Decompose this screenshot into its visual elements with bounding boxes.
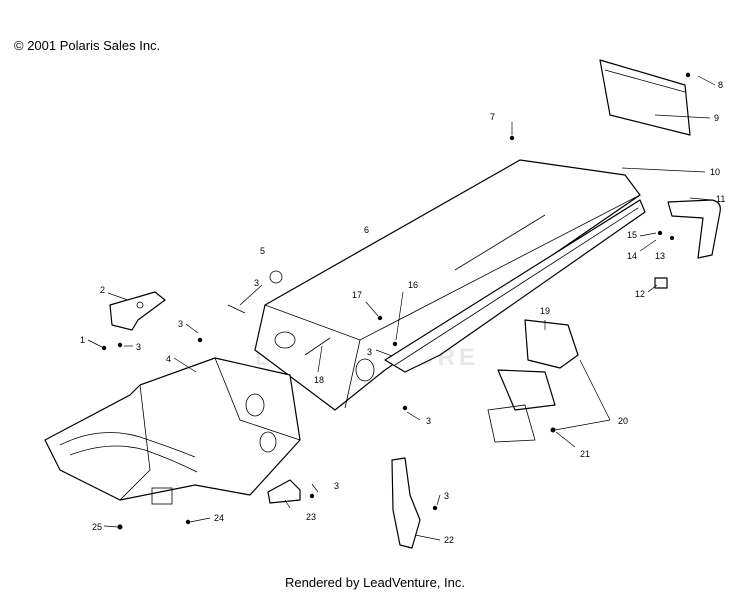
callout-20: 20 — [618, 416, 628, 426]
callout-15: 15 — [627, 230, 637, 240]
callout-16: 16 — [408, 280, 418, 290]
callout-25: 25 — [92, 522, 102, 532]
callout-3: 3 — [426, 416, 431, 426]
callout-3: 3 — [254, 278, 259, 288]
callout-8: 8 — [718, 80, 723, 90]
callout-labels: 1 2 3 3 3 3 3 3 3 4 5 6 7 8 9 10 11 12 1… — [80, 80, 725, 545]
callout-19: 19 — [540, 306, 550, 316]
callout-13: 13 — [655, 251, 665, 261]
heat-exchanger-bracket[interactable] — [487, 319, 579, 443]
callout-6: 6 — [364, 225, 369, 235]
callout-3: 3 — [334, 481, 339, 491]
callout-3: 3 — [444, 491, 449, 501]
callout-4: 4 — [166, 354, 171, 364]
lower-bracket-part[interactable] — [391, 457, 421, 549]
callout-9: 9 — [714, 113, 719, 123]
callout-21: 21 — [580, 449, 590, 459]
callout-23: 23 — [306, 512, 316, 522]
callout-7: 7 — [490, 112, 495, 122]
bulkhead-part[interactable] — [44, 357, 301, 505]
callout-3: 3 — [178, 319, 183, 329]
small-plate-part[interactable] — [267, 479, 301, 504]
callout-3: 3 — [136, 342, 141, 352]
callout-14: 14 — [627, 251, 637, 261]
callout-12: 12 — [635, 289, 645, 299]
mount-bracket-part[interactable] — [109, 291, 166, 331]
callout-17: 17 — [352, 290, 362, 300]
callout-10: 10 — [710, 167, 720, 177]
rail-part[interactable] — [384, 199, 646, 373]
tunnel-part[interactable] — [254, 159, 641, 411]
callout-1: 1 — [80, 335, 85, 345]
rear-bumper-part[interactable] — [667, 199, 721, 259]
callout-11: 11 — [716, 194, 725, 204]
callout-5: 5 — [260, 246, 265, 256]
leader-lines — [87, 75, 716, 541]
callout-24: 24 — [214, 513, 224, 523]
callout-3: 3 — [367, 347, 372, 357]
bumper-end-cap[interactable] — [654, 277, 668, 289]
fastener-group — [101, 72, 691, 530]
render-credit: Rendered by LeadVenture, Inc. — [285, 575, 465, 590]
copyright-notice: © 2001 Polaris Sales Inc. — [14, 38, 161, 53]
callout-2: 2 — [100, 285, 105, 295]
snow-flap-part[interactable] — [599, 59, 691, 136]
callout-18: 18 — [314, 375, 324, 385]
callout-22: 22 — [444, 535, 454, 545]
